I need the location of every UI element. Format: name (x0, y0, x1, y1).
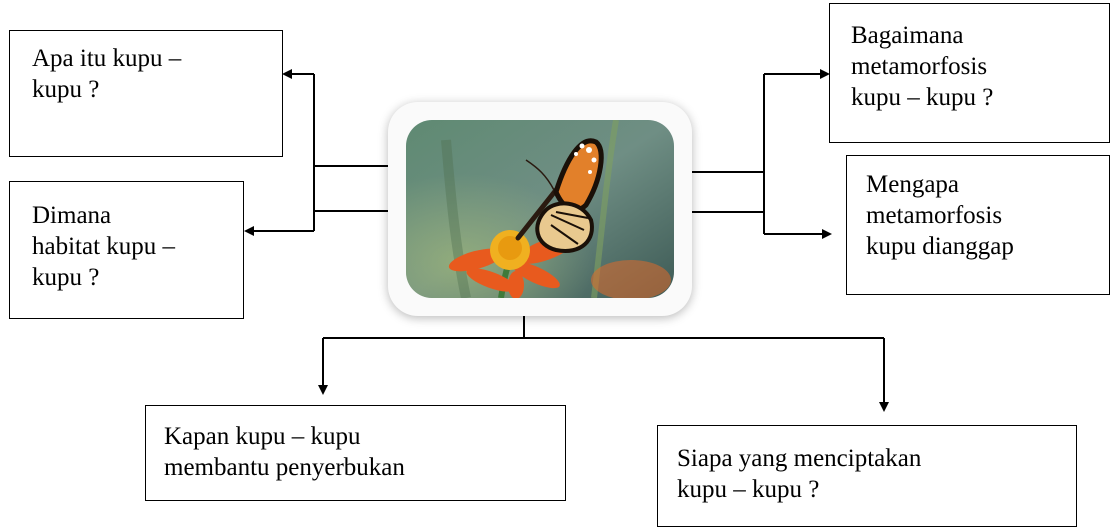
question-text-dimana: Dimana habitat kupu – kupu ? (32, 202, 176, 291)
question-box-apa: Apa itu kupu – kupu ? (9, 30, 283, 157)
question-text-siapa: Siapa yang menciptakan kupu – kupu ? (677, 445, 922, 503)
question-box-kapan: Kapan kupu – kupu membantu penyerbukan (145, 405, 566, 501)
question-text-mengapa: Mengapa metamorfosis kupu dianggap (866, 171, 1014, 260)
central-image-frame (388, 102, 692, 316)
question-text-kapan: Kapan kupu – kupu membantu penyerbukan (164, 423, 405, 481)
question-box-bagaimana: Bagaimana metamorfosis kupu – kupu ? (829, 3, 1110, 143)
question-text-apa: Apa itu kupu – kupu ? (32, 45, 182, 103)
butterfly-illustration (406, 120, 674, 298)
butterfly-photo (406, 120, 674, 298)
question-box-dimana: Dimana habitat kupu – kupu ? (9, 181, 244, 319)
question-box-siapa: Siapa yang menciptakan kupu – kupu ? (657, 425, 1077, 527)
question-text-bagaimana: Bagaimana metamorfosis kupu – kupu ? (851, 22, 994, 111)
question-box-mengapa: Mengapa metamorfosis kupu dianggap (846, 155, 1110, 295)
